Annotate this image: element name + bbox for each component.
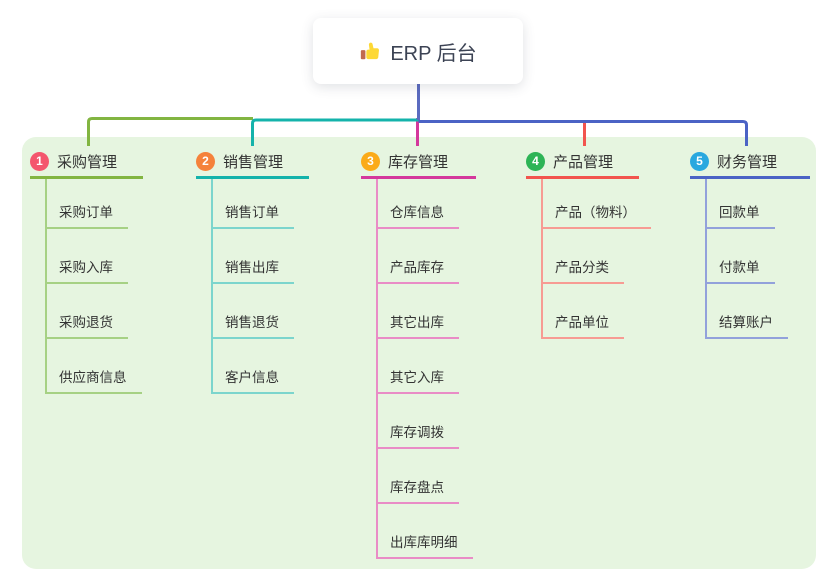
branch-inventory: 3 库存管理 仓库信息产品库存其它出库其它入库库存调拨库存盘点出库库明细 [361,148,476,559]
child-label: 回款单 [719,205,760,220]
mindmap-panel [22,137,816,569]
branch-badge: 4 [526,151,545,171]
child-label: 销售出库 [225,260,279,275]
branch-title-row[interactable]: 5 财务管理 [690,148,810,179]
child-item[interactable]: 其它入库 [378,339,459,394]
child-item[interactable]: 产品（物料） [543,179,651,229]
child-item[interactable]: 采购订单 [47,179,128,229]
root-label: ERP 后台 [390,42,477,65]
branch-badge: 2 [196,151,215,171]
thumbs-up-icon [359,40,381,62]
child-item[interactable]: 销售退货 [213,284,294,339]
branch-title: 采购管理 [57,153,118,171]
branch-title-row[interactable]: 3 库存管理 [361,148,476,179]
child-item[interactable]: 其它出库 [378,284,459,339]
branch-title-row[interactable]: 4 产品管理 [526,148,639,179]
child-item[interactable]: 出库库明细 [378,504,473,559]
branch-children: 仓库信息产品库存其它出库其它入库库存调拨库存盘点出库库明细 [376,179,476,559]
branch-badge: 1 [30,151,49,171]
child-label: 仓库信息 [390,205,444,220]
child-label: 库存盘点 [390,480,444,495]
branch-title-row[interactable]: 2 销售管理 [196,148,309,179]
branch-children: 产品（物料） 产品分类产品单位 [541,179,651,339]
branch-title: 库存管理 [388,153,449,171]
child-item[interactable]: 库存盘点 [378,449,459,504]
child-item[interactable]: 供应商信息 [47,339,142,394]
child-item[interactable]: 销售出库 [213,229,294,284]
child-label: 产品库存 [390,260,444,275]
child-item[interactable]: 仓库信息 [378,179,459,229]
child-item[interactable]: 产品单位 [543,284,624,339]
branch-children: 销售订单销售出库销售退货客户信息 [211,179,309,394]
child-item[interactable]: 产品分类 [543,229,624,284]
child-item[interactable]: 采购退货 [47,284,128,339]
branch-children: 回款单付款单结算账户 [705,179,810,339]
child-label: 供应商信息 [59,370,127,385]
root-node[interactable]: ERP 后台 [313,18,523,84]
child-label: 结算账户 [719,315,773,330]
branch-badge: 3 [361,151,380,171]
branch-sales: 2 销售管理 销售订单销售出库销售退货客户信息 [196,148,309,394]
branch-purchase: 1 采购管理 采购订单采购入库采购退货供应商信息 [30,148,143,394]
child-label: 其它入库 [390,370,444,385]
child-label: 销售退货 [225,315,279,330]
child-label: 库存调拨 [390,425,444,440]
child-label: 销售订单 [225,205,279,220]
child-item[interactable]: 结算账户 [707,284,788,339]
child-label: 采购入库 [59,260,113,275]
child-item[interactable]: 客户信息 [213,339,294,394]
child-item[interactable]: 付款单 [707,229,775,284]
child-label: 付款单 [719,260,760,275]
branch-title: 财务管理 [717,153,778,171]
child-label: 采购退货 [59,315,113,330]
branch-title-row[interactable]: 1 采购管理 [30,148,143,179]
branch-product: 4 产品管理 产品（物料） 产品分类产品单位 [526,148,651,339]
child-item[interactable]: 采购入库 [47,229,128,284]
branch-title: 产品管理 [553,153,614,171]
child-label: 产品分类 [555,260,609,275]
child-label: 产品单位 [555,315,609,330]
child-item[interactable]: 库存调拨 [378,394,459,449]
child-label: 其它出库 [390,315,444,330]
child-item[interactable]: 产品库存 [378,229,459,284]
child-label: 采购订单 [59,205,113,220]
child-label: 客户信息 [225,370,279,385]
branch-badge: 5 [690,151,709,171]
child-item[interactable]: 回款单 [707,179,775,229]
child-item[interactable]: 销售订单 [213,179,294,229]
branch-title: 销售管理 [223,153,284,171]
child-label: 出库库明细 [390,535,458,550]
branch-finance: 5 财务管理 回款单付款单结算账户 [690,148,810,339]
child-label: 产品（物料） [555,205,636,220]
branch-children: 采购订单采购入库采购退货供应商信息 [45,179,143,394]
